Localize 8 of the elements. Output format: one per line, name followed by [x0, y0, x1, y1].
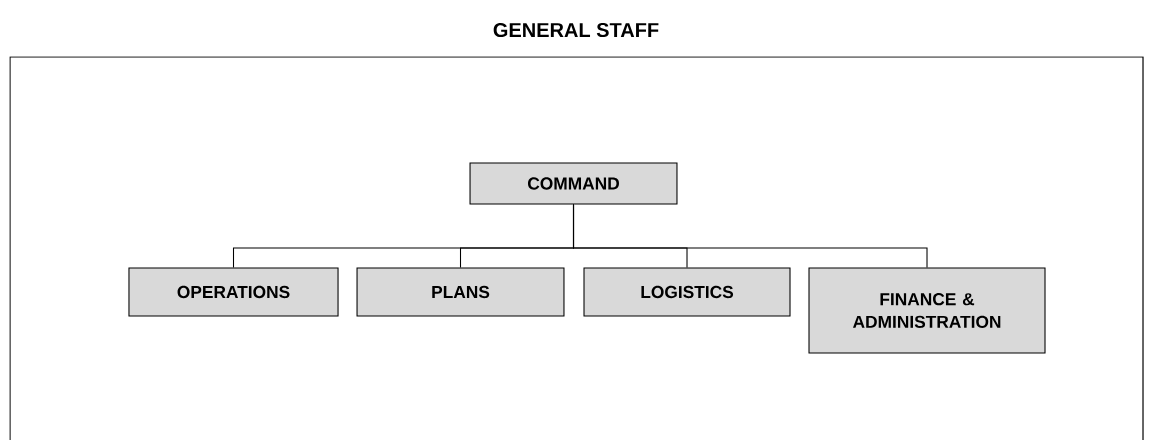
org-box: LOGISTICS — [583, 267, 791, 317]
connector — [572, 204, 928, 268]
org-box: OPERATIONS — [128, 267, 339, 317]
frame — [9, 56, 1144, 440]
org-box: PLANS — [356, 267, 565, 317]
org-box: FINANCE & ADMINISTRATION — [808, 267, 1046, 354]
org-box: COMMAND — [469, 162, 678, 205]
title: GENERAL STAFF — [493, 22, 659, 38]
